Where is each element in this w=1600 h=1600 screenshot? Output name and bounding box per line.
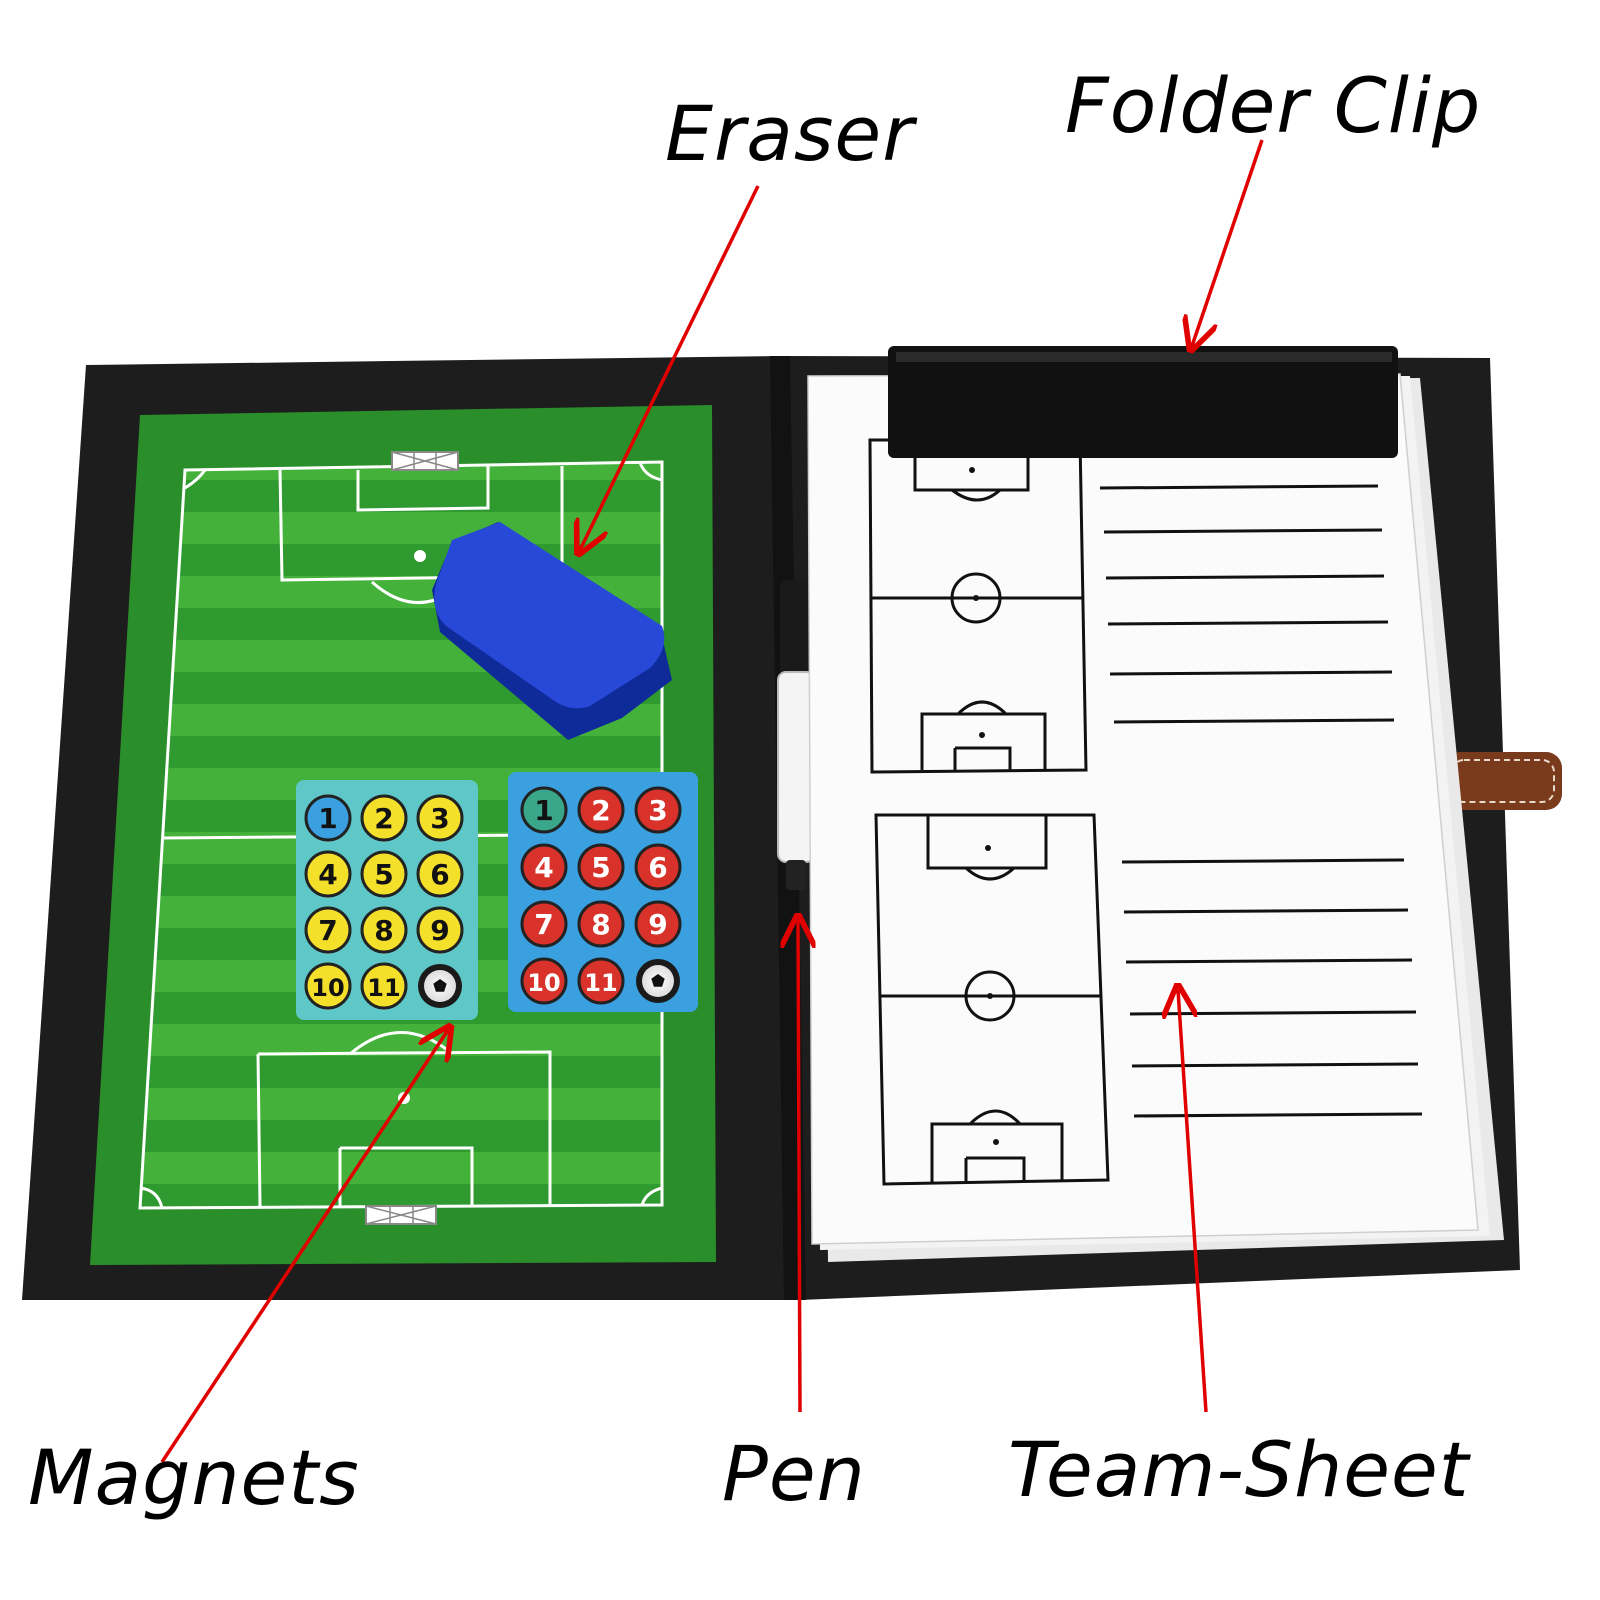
eraser-arrow	[580, 185, 760, 550]
magnet-b-number: 6	[648, 851, 667, 884]
eraser	[432, 522, 672, 740]
magnet-b-5	[577, 843, 625, 891]
callout-arrows	[160, 139, 1264, 1463]
magnet-b-number: 7	[534, 908, 553, 941]
pen-arrow	[798, 920, 800, 1413]
magnet-a-10	[304, 962, 352, 1010]
goal-bottom	[365, 1205, 437, 1225]
magnet-a-number: 10	[311, 974, 344, 1002]
magnet-a-1	[304, 794, 352, 842]
magnet-a-number: 3	[430, 802, 449, 835]
magnets-arrow	[160, 1030, 448, 1463]
magnet-b-number: 4	[534, 851, 553, 884]
leather-strap	[1444, 752, 1562, 810]
magnet-card-team-a: 1 2 3 4 5 6 7 8 9 10 11	[296, 780, 478, 1020]
soccer-ball-icon-pentagon	[433, 979, 447, 992]
team-sheet-arrow	[1178, 990, 1208, 1413]
magnet-b-6	[634, 843, 682, 891]
folder-clip-arrow	[1192, 139, 1264, 346]
folder-clip	[888, 346, 1398, 458]
magnet-b-4	[520, 843, 568, 891]
magnet-a-9	[416, 906, 464, 954]
magnet-b-9	[634, 900, 682, 948]
magnet-b-number: 10	[527, 969, 560, 997]
magnet-b-8	[577, 900, 625, 948]
magnet-b-number: 1	[534, 794, 553, 827]
label-pen: Pen	[722, 1429, 866, 1518]
magnet-a-number: 2	[374, 802, 393, 835]
magnet-card-team-b: 1 2 3 4 5 6 7 8 9 10 11	[508, 772, 698, 1012]
sheet-lines	[1099, 484, 1423, 1118]
label-team-sheet: Team-Sheet	[1008, 1425, 1470, 1514]
magnet-a-number: 7	[318, 914, 337, 947]
magnet-a-number: 9	[430, 914, 449, 947]
magnet-b-number: 8	[591, 908, 610, 941]
label-eraser: Eraser	[665, 89, 915, 178]
magnet-a-number: 11	[367, 974, 400, 1002]
team-a-magnets: 1 2 3 4 5 6 7 8 9 10 11	[304, 794, 464, 1010]
magnet-a-3	[416, 794, 464, 842]
magnet-b-10	[520, 957, 568, 1005]
magnet-a-5	[360, 850, 408, 898]
team-sheet	[807, 373, 1504, 1262]
magnet-a-4	[304, 850, 352, 898]
magnet-a-number: 4	[318, 858, 337, 891]
magnet-b-number: 5	[591, 851, 610, 884]
magnet-a-6	[416, 850, 464, 898]
magnet-b-2	[577, 786, 625, 834]
label-folder-clip: Folder Clip	[1065, 61, 1482, 150]
magnet-a-7	[304, 906, 352, 954]
magnet-b-number: 3	[648, 794, 667, 827]
magnet-b-1	[520, 786, 568, 834]
label-magnets: Magnets	[28, 1433, 360, 1522]
magnet-b-11	[577, 957, 625, 1005]
magnet-a-11	[360, 962, 408, 1010]
magnet-a-2	[360, 794, 408, 842]
team-b-magnets: 1 2 3 4 5 6 7 8 9 10 11	[520, 786, 682, 1005]
magnet-b-number: 11	[584, 969, 617, 997]
pen	[777, 580, 815, 890]
soccer-ball-icon-pentagon	[651, 974, 665, 987]
magnet-a-number: 6	[430, 858, 449, 891]
magnet-a-8	[360, 906, 408, 954]
magnet-b-3	[634, 786, 682, 834]
magnet-a-number: 1	[318, 802, 337, 835]
magnet-a-number: 5	[374, 858, 393, 891]
goal-top	[391, 451, 459, 471]
magnet-b-number: 2	[591, 794, 610, 827]
magnet-b-number: 9	[648, 908, 667, 941]
magnet-b-7	[520, 900, 568, 948]
magnet-a-number: 8	[374, 914, 393, 947]
